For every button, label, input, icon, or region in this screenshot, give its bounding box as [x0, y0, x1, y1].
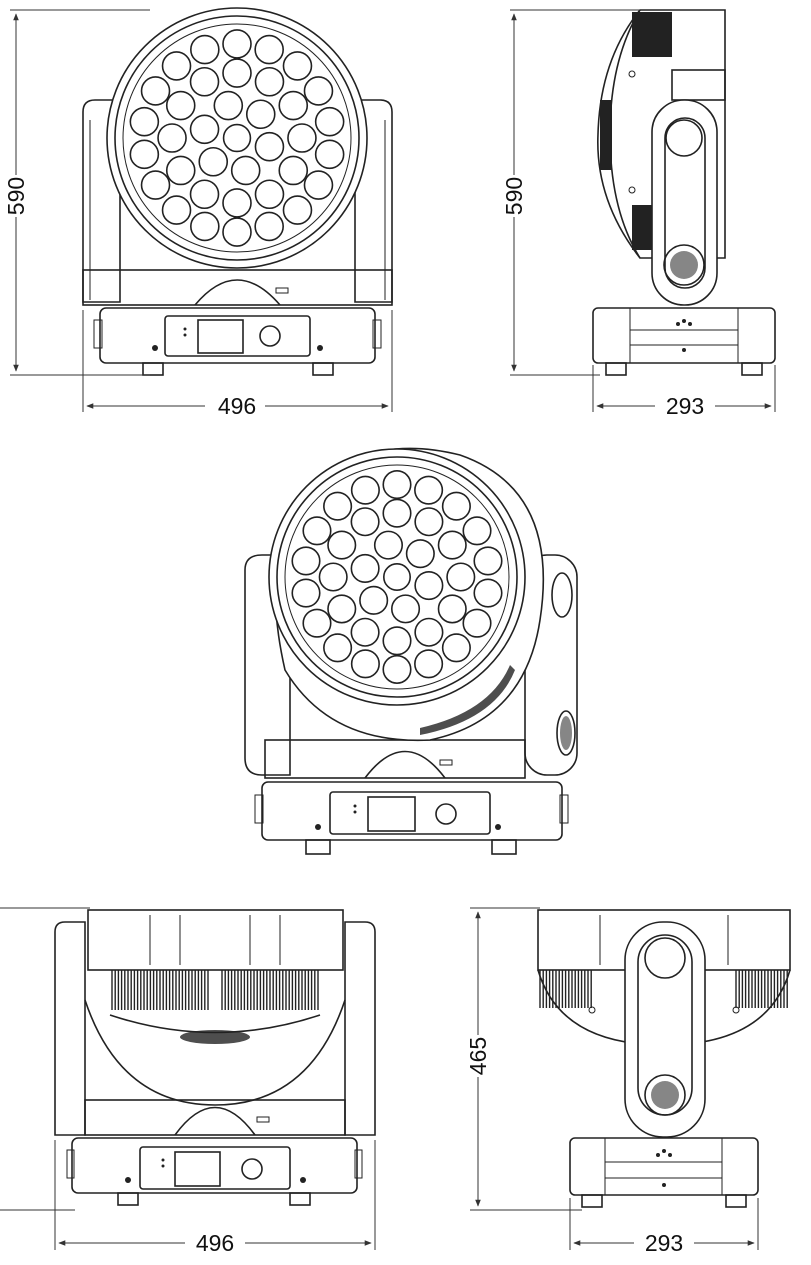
front-dimensions: 590 496 — [3, 9, 393, 419]
lens-cell — [350, 649, 380, 679]
lens-cell — [302, 516, 332, 546]
lens-cell — [382, 626, 412, 656]
lens-cell — [441, 491, 471, 521]
lens-cell — [190, 211, 220, 242]
lens-cell — [323, 633, 353, 663]
lens-cell — [350, 553, 380, 584]
side-view — [592, 9, 776, 376]
lens-cell — [314, 106, 345, 137]
lens-cell — [129, 139, 160, 170]
lens-cell — [245, 99, 276, 130]
lens-cell — [446, 562, 476, 592]
lens-cell — [405, 539, 435, 569]
lens-cell — [303, 170, 334, 200]
lens-cell — [282, 51, 313, 81]
lens-cell — [382, 654, 412, 684]
lens-cell — [323, 491, 353, 521]
lens-cell — [129, 106, 160, 137]
rear-view — [54, 909, 376, 1206]
front-view — [82, 7, 393, 376]
lens-cell — [140, 76, 171, 106]
perspective-lens-array — [291, 470, 503, 684]
lens-cell — [291, 578, 321, 608]
lens-cell — [291, 546, 321, 576]
rear-width-label: 496 — [196, 1230, 234, 1256]
lens-cell — [414, 617, 444, 647]
lens-cell — [390, 594, 421, 624]
side-dimensions: 590 293 — [501, 9, 776, 419]
lens-cell — [213, 90, 244, 121]
lens-cell — [437, 594, 467, 624]
lens-cell — [198, 146, 229, 177]
lens-cell — [350, 617, 380, 647]
lens-cell — [222, 188, 252, 218]
lens-cell — [414, 649, 444, 679]
lens-cell — [473, 546, 503, 576]
lens-cell — [278, 155, 309, 186]
side-height-label: 590 — [501, 177, 527, 215]
front-height-label: 590 — [3, 177, 29, 215]
lens-cell — [373, 530, 404, 560]
lens-cell — [414, 475, 444, 505]
lens-cell — [254, 34, 284, 65]
lens-cell — [222, 123, 252, 153]
rear-dimensions: 496 — [0, 907, 376, 1256]
lens-cell — [254, 211, 284, 242]
lens-cell — [303, 76, 334, 106]
side-depth-label: 293 — [666, 393, 704, 419]
lens-cell — [157, 123, 187, 153]
lens-cell — [462, 516, 492, 546]
lens-cell — [222, 58, 252, 88]
lens-cell — [254, 179, 285, 210]
lens-cell — [189, 179, 220, 210]
lens-cell — [382, 470, 412, 500]
lens-cell — [222, 217, 252, 247]
lens-cell — [254, 66, 285, 97]
lens-cell — [327, 594, 357, 624]
lens-cell — [287, 123, 317, 153]
lens-cell — [230, 155, 261, 186]
side-2-height-label: 465 — [465, 1037, 491, 1075]
lens-cell — [189, 66, 220, 97]
lens-cell — [161, 195, 192, 225]
rear-fins — [111, 970, 319, 1010]
lens-cell — [350, 475, 380, 505]
lens-cell — [222, 29, 252, 59]
front-width-label: 496 — [218, 393, 256, 419]
lens-cell — [437, 530, 467, 560]
lens-cell — [314, 139, 345, 170]
lens-cell — [140, 170, 171, 200]
lens-cell — [302, 608, 332, 638]
lens-cell — [161, 51, 192, 81]
lens-cell — [327, 530, 357, 560]
lens-cell — [282, 195, 313, 225]
lens-cell — [441, 633, 471, 663]
lens-cell — [462, 608, 492, 638]
lens-cell — [414, 570, 444, 601]
lens-cell — [254, 131, 285, 162]
lens-cell — [350, 507, 380, 537]
lens-cell — [190, 34, 220, 65]
lens-cell — [359, 585, 389, 615]
lens-cell — [189, 114, 220, 145]
lens-cell — [382, 498, 412, 528]
lens-cell — [318, 562, 348, 592]
side-view-2 — [537, 909, 791, 1208]
perspective-view — [244, 447, 578, 855]
side-fins — [539, 970, 788, 1008]
lens-cell — [382, 562, 411, 591]
lens-cell — [165, 90, 196, 121]
lens-cell — [278, 90, 309, 121]
side-2-depth-label: 293 — [645, 1230, 683, 1256]
lens-cell — [165, 155, 196, 186]
front-lens-array — [129, 29, 345, 247]
side-2-dimensions: 465 293 — [465, 907, 759, 1256]
lens-cell — [473, 578, 503, 608]
lens-cell — [414, 507, 444, 537]
